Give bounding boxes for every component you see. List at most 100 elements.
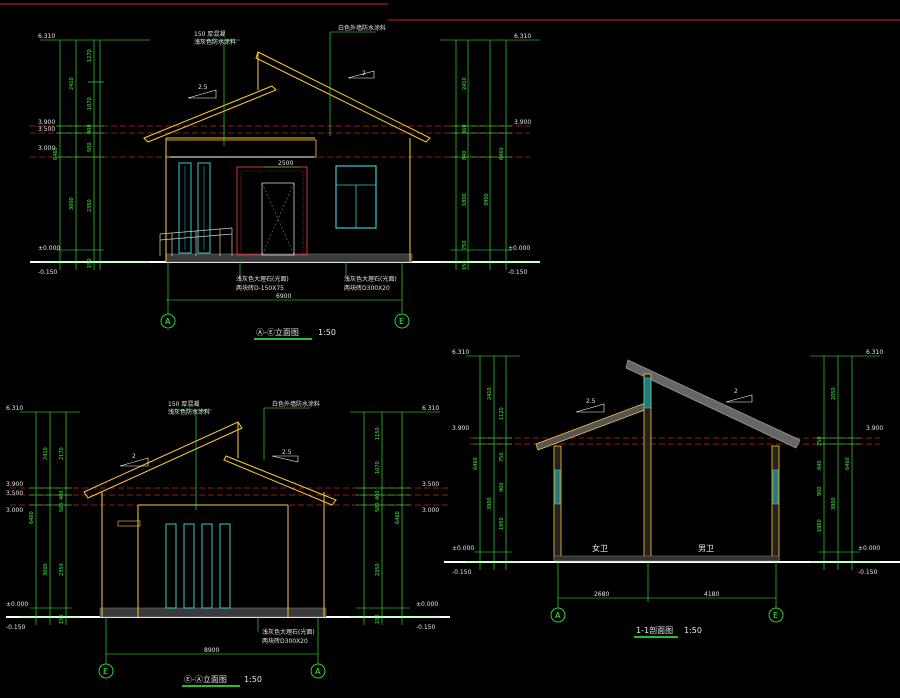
level-3500: 3.500 (6, 490, 23, 497)
walls (165, 137, 411, 262)
dim-text: 750 (817, 436, 823, 446)
dim-total: 6460 (845, 457, 851, 470)
dim-text: 2350 (87, 199, 93, 212)
dim-text: 900 (817, 486, 823, 496)
drawing-scale: 1:50 (244, 675, 262, 684)
level-3000-right: 3.000 (422, 507, 439, 514)
dim-text: 1950 (499, 517, 505, 530)
level-3900: 3.900 (38, 119, 55, 126)
axis-label-left: E (103, 667, 108, 676)
dim-chain-right (440, 39, 540, 270)
width-dimension: 8900 (204, 647, 219, 654)
dim-text: 3000 (69, 197, 75, 210)
roof-left (83, 421, 243, 499)
dim-total: 6460 (53, 147, 59, 160)
dim-total: 6460 (499, 147, 505, 160)
slope-marker-left (187, 89, 217, 99)
note-bottom-left-1: 浅灰色大理石(光面) (236, 275, 289, 283)
plinth (99, 607, 327, 618)
dim-text: 500 (375, 502, 381, 512)
axis-bubble-right (768, 607, 784, 623)
drawing-title: 1-1剖面图 (636, 625, 673, 635)
note-bottom-right-1: 浅灰色大理石(光面) (344, 275, 397, 283)
dim-chain-left (20, 411, 80, 625)
dims-left: 2410 1120 750 900 1950 3900 6460 (473, 387, 505, 530)
level-zero-right: ±0.000 (508, 245, 530, 252)
dim-text: 3000 (43, 563, 49, 576)
level-3900: 3.900 (6, 481, 23, 488)
note-top-right: 白色外墙防水涂料 (338, 24, 386, 32)
level-zero-right: ±0.000 (416, 601, 438, 608)
door-swing-1 (261, 182, 295, 256)
level-lines (30, 125, 530, 158)
dim-text: 900 (499, 482, 505, 492)
axis-label-right: E (399, 317, 404, 326)
tall-window-2 (183, 523, 195, 609)
dim-text: 2410 (462, 77, 468, 90)
door-swing-2 (261, 182, 295, 256)
dim-total: 6460 (473, 457, 479, 470)
dim-mid: 3900 (487, 497, 493, 510)
dim-total: 6460 (29, 511, 35, 524)
dim-text: 840 (462, 150, 468, 160)
tall-window-4 (219, 523, 231, 609)
slope-marker-right (725, 394, 753, 403)
slope-marker-right (271, 455, 299, 463)
width-dimension: 6900 (276, 293, 291, 300)
dim-text: 150 (87, 258, 93, 268)
level-3900-right: 3.900 (514, 119, 531, 126)
axis-bubble-right (310, 663, 326, 679)
drawing-scale: 1:50 (684, 626, 702, 635)
dims-right: 2050 750 840 900 1950 3900 6460 (817, 387, 851, 532)
dim-text: 2050 (831, 387, 837, 400)
level-top: 6.310 (452, 349, 469, 356)
dim-text: 400 (59, 490, 65, 500)
level-minus-right: -0.150 (858, 569, 878, 576)
level-zero: ±0.000 (38, 245, 60, 252)
elevation-e-a: 150 厚混凝 浅灰色防水涂料 白色外墙防水涂料 浅灰色大理石(光面) 两块砖D… (6, 400, 450, 687)
dim-text: 1120 (499, 407, 505, 420)
dim-text: 500 (59, 502, 65, 512)
dim-text: 1070 (375, 461, 381, 474)
dims-right: 2410 360 840 1800 750 150 3900 6460 (462, 77, 505, 270)
door-dimension: 2500 (278, 160, 293, 167)
dim-text: 1150 (375, 427, 381, 440)
dims-left-outer: 2410 3000 1270 1070 400 500 2350 150 646… (53, 49, 93, 268)
axis-label-left: A (165, 317, 171, 326)
ramp-rail (159, 227, 233, 256)
level-top-right: 6.310 (866, 349, 883, 356)
dim-text: 360 (462, 124, 468, 134)
level-3900: 3.900 (452, 425, 469, 432)
dim-mid: 3900 (831, 497, 837, 510)
axis-label-left: A (555, 611, 561, 620)
level-zero: ±0.000 (452, 545, 474, 552)
level-minus: -0.150 (38, 269, 58, 276)
dim-chain-right (810, 355, 880, 570)
leaders (196, 31, 376, 278)
dim-text: 2410 (487, 387, 493, 400)
window-left (554, 469, 561, 505)
slope-marker-right (347, 70, 375, 79)
note-top-left-1: 150 厚混凝 (168, 400, 199, 408)
dim-chain-right (350, 411, 440, 625)
slope-left-label: 2 (132, 453, 136, 460)
leaders (168, 407, 310, 632)
dim-text: 2410 (43, 447, 49, 460)
dim-text: 2410 (69, 77, 75, 90)
note-bottom-right-2: 两块砖D300X20 (344, 284, 390, 292)
level-3000: 3.000 (6, 507, 23, 514)
note-top-left-1: 150 厚混凝 (194, 30, 225, 38)
room-label-right: 男卫 (698, 544, 714, 553)
level-3000: 3.000 (38, 145, 55, 152)
dim-text: 840 (817, 460, 823, 470)
dim-text: 2350 (59, 563, 65, 576)
small-canopy (117, 520, 141, 527)
roof-right-section (625, 359, 801, 449)
drawing-scale: 1:50 (318, 328, 336, 337)
dims-left: 2410 2170 400 500 3000 2350 150 6460 (29, 447, 65, 624)
walls (101, 492, 325, 617)
window-right (772, 469, 779, 505)
dim-text: 400 (375, 490, 381, 500)
